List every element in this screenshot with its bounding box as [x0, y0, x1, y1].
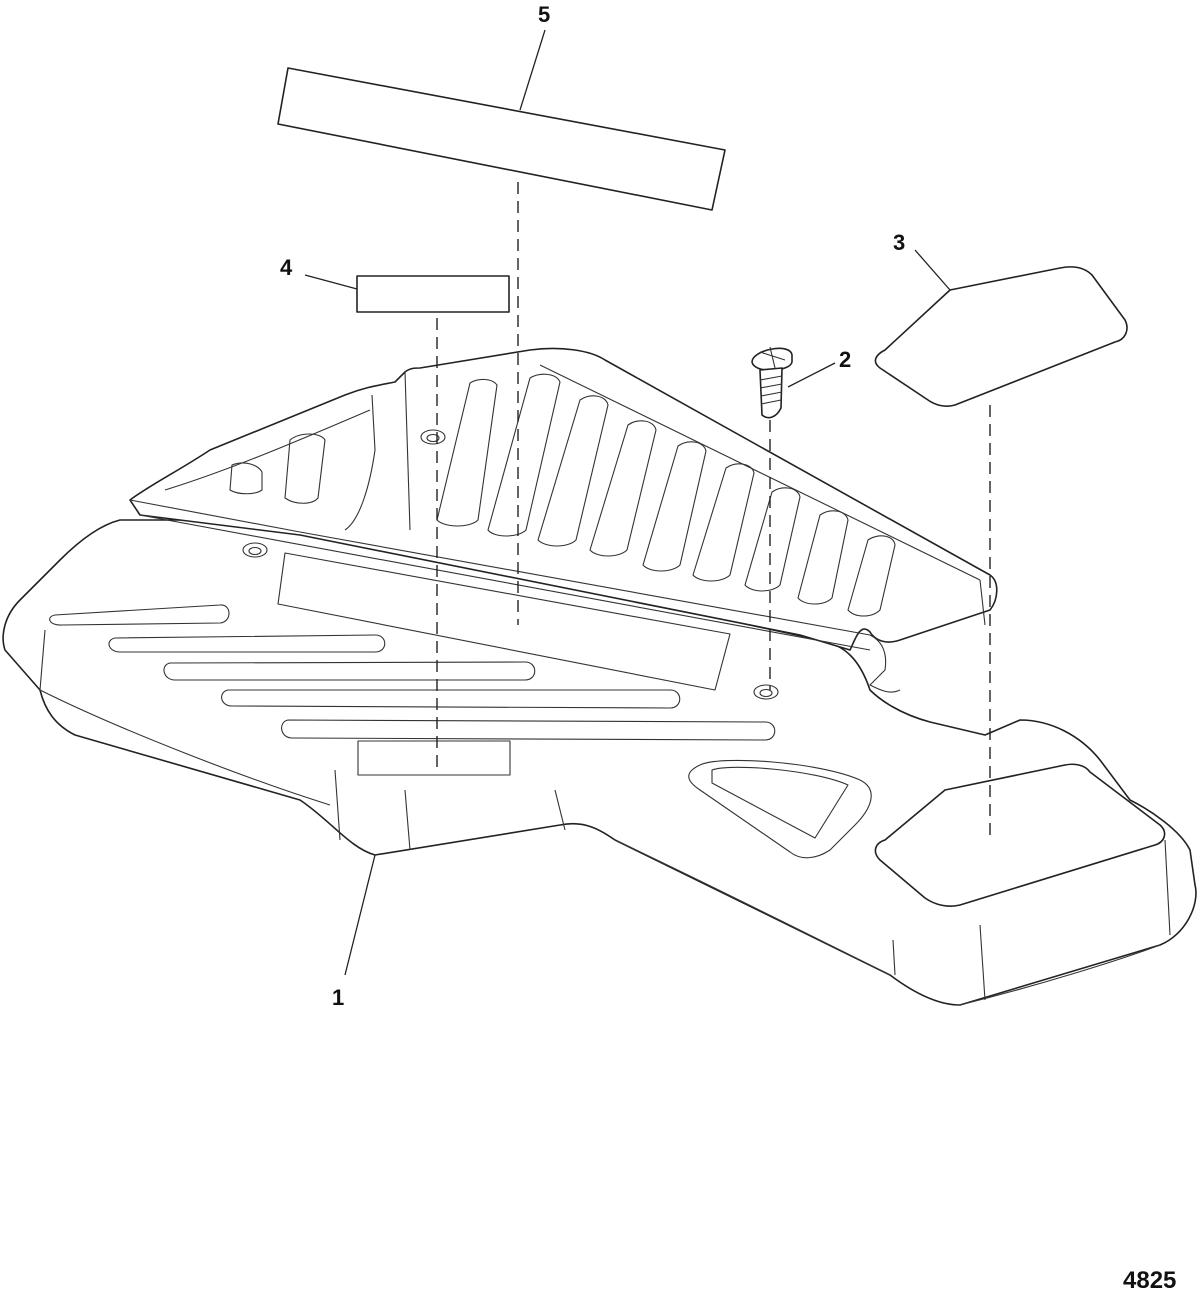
part-4-label	[356, 275, 510, 313]
callout-4: 4	[280, 255, 293, 280]
callout-3: 3	[893, 230, 905, 255]
part-1-plate	[2, 519, 1197, 1006]
callout-2: 2	[839, 347, 851, 372]
figure-number: 4825	[1123, 1267, 1176, 1294]
leader-lines	[304, 29, 951, 976]
part-2-screw	[751, 346, 793, 419]
vented-rib-section	[129, 347, 998, 693]
part-3-decal	[874, 266, 1128, 407]
alignment-lines	[436, 182, 991, 840]
callout-1: 1	[332, 985, 344, 1010]
callout-5: 5	[538, 2, 550, 27]
part-5-label	[277, 67, 726, 211]
